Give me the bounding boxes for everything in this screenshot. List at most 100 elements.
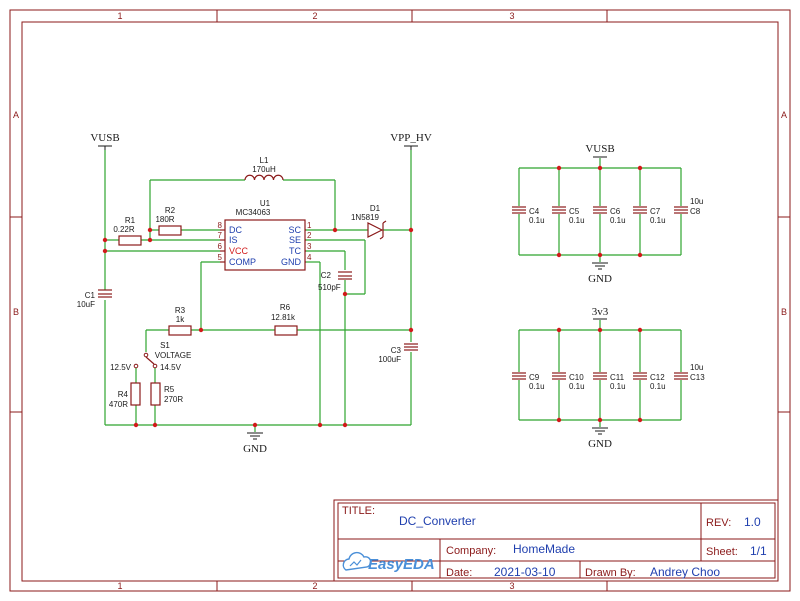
company-value: HomeMade xyxy=(513,542,575,556)
c1-ref: C1 xyxy=(85,291,96,300)
u1-pin-5-num: 5 xyxy=(218,253,223,262)
capacitor-c8[interactable]: 10u C8 xyxy=(674,197,703,216)
c10-ref: C10 xyxy=(569,373,584,382)
c12-ref: C12 xyxy=(650,373,665,382)
capacitor-c10[interactable]: C10 0.1u xyxy=(552,372,585,391)
capacitor-c1[interactable]: C1 10uF xyxy=(77,289,112,309)
r4-value: 470R xyxy=(109,400,128,409)
title-value: DC_Converter xyxy=(399,514,476,528)
rev-label: REV: xyxy=(706,517,731,529)
c11-ref: C11 xyxy=(610,373,625,382)
c8-ref: C8 xyxy=(690,207,701,216)
s1-ref: S1 xyxy=(160,341,170,350)
diode-d1[interactable]: D1 1N5819 xyxy=(351,204,387,240)
u1-value: MC34063 xyxy=(236,208,271,217)
capacitor-c3[interactable]: C3 100uF xyxy=(378,343,418,364)
capacitor-c9[interactable]: C9 0.1u xyxy=(512,372,545,391)
r2-value: 180R xyxy=(155,215,174,224)
c9-value: 0.1u xyxy=(529,382,545,391)
ic-u1[interactable]: U1 MC34063 8 7 6 5 DC IS VCC COMP 1 2 3 … xyxy=(218,199,312,271)
col-label-top-2: 2 xyxy=(312,11,317,21)
title-block: TITLE: DC_Converter REV: 1.0 Company: Ho… xyxy=(333,499,779,582)
resistor-r2[interactable]: R2 180R xyxy=(155,206,182,236)
3v3-net-label: 3v3 xyxy=(592,306,609,318)
resistor-r3[interactable]: R3 1k xyxy=(168,306,192,336)
r3-value: 1k xyxy=(176,315,185,324)
r1-ref: R1 xyxy=(125,216,136,225)
decoupling-bank-3v3: 3v3 GND C9 0.1u C10 0.1u C11 0.1u xyxy=(512,306,705,450)
d1-value: 1N5819 xyxy=(351,213,380,222)
col-label-top-1: 1 xyxy=(117,11,122,21)
c13-ref: C13 xyxy=(690,373,705,382)
junctions-main xyxy=(102,227,414,428)
c11-value: 0.1u xyxy=(610,382,626,391)
c6-ref: C6 xyxy=(610,207,621,216)
c8-value: 10u xyxy=(690,197,703,206)
u1-pin-tc: TC xyxy=(289,246,301,256)
inductor-l1[interactable]: L1 170uH xyxy=(244,156,284,181)
col-label-bottom-1: 1 xyxy=(117,581,122,591)
r2-ref: R2 xyxy=(165,206,176,215)
c10-value: 0.1u xyxy=(569,382,585,391)
capacitor-c7[interactable]: C7 0.1u xyxy=(633,206,666,225)
capacitor-c13[interactable]: 10u C13 xyxy=(674,363,705,382)
u1-pin-comp: COMP xyxy=(229,257,256,267)
u1-pin-4-num: 4 xyxy=(307,253,312,262)
c5-value: 0.1u xyxy=(569,216,585,225)
r5-ref: R5 xyxy=(164,385,175,394)
wires-main xyxy=(104,150,412,432)
capacitor-c5[interactable]: C5 0.1u xyxy=(552,206,585,225)
gnd-net-label-main: GND xyxy=(243,443,267,455)
title-label: TITLE: xyxy=(342,505,375,517)
u1-pin-vcc: VCC xyxy=(229,246,249,256)
c4-value: 0.1u xyxy=(529,216,545,225)
gnd-symbol-main: GND xyxy=(243,432,267,455)
vusb-net-flag: VUSB xyxy=(90,132,120,150)
s1-value: VOLTAGE xyxy=(155,351,192,360)
u1-pin-dc: DC xyxy=(229,225,242,235)
gnd-caps-net-label-2: GND xyxy=(588,438,612,450)
u1-pin-1-num: 1 xyxy=(307,221,312,230)
u1-pin-2-num: 2 xyxy=(307,231,312,240)
c2-value: 510pF xyxy=(318,283,341,292)
vpp-hv-net-label: VPP_HV xyxy=(390,132,432,144)
capacitor-c11[interactable]: C11 0.1u xyxy=(593,372,626,391)
s1-option-14v5: 14.5V xyxy=(160,363,182,372)
u1-pin-sc: SC xyxy=(288,225,301,235)
col-label-bottom-3: 3 xyxy=(509,581,514,591)
capacitor-c4[interactable]: C4 0.1u xyxy=(512,206,545,225)
resistor-r5[interactable]: R5 270R xyxy=(150,382,183,406)
d1-ref: D1 xyxy=(370,204,381,213)
row-label-right-a: A xyxy=(781,110,787,120)
l1-ref: L1 xyxy=(260,156,269,165)
r1-value: 0.22R xyxy=(113,225,135,234)
row-label-left-b: B xyxy=(13,307,19,317)
c7-ref: C7 xyxy=(650,207,661,216)
date-label: Date: xyxy=(446,567,472,579)
sheet-value: 1/1 xyxy=(750,544,767,558)
capacitor-c2[interactable]: C2 510pF xyxy=(318,271,352,292)
drawn-by-label: Drawn By: xyxy=(585,567,636,579)
easyeda-logo-text: EasyEDA xyxy=(368,556,435,573)
u1-pin-se: SE xyxy=(289,235,301,245)
u1-pin-8-num: 8 xyxy=(218,221,223,230)
vusb-net-label: VUSB xyxy=(90,132,119,144)
r6-value: 12.81k xyxy=(271,313,296,322)
col-label-bottom-2: 2 xyxy=(312,581,317,591)
resistor-r4[interactable]: R4 470R xyxy=(109,382,141,409)
capacitor-c6[interactable]: C6 0.1u xyxy=(593,206,626,225)
sheet-label: Sheet: xyxy=(706,546,738,558)
vusb-caps-net-label: VUSB xyxy=(585,143,614,155)
u1-pin-3-num: 3 xyxy=(307,242,312,251)
c5-ref: C5 xyxy=(569,207,580,216)
switch-s1[interactable]: S1 VOLTAGE 12.5V 14.5V xyxy=(110,341,191,372)
c12-value: 0.1u xyxy=(650,382,666,391)
r3-ref: R3 xyxy=(175,306,186,315)
c4-ref: C4 xyxy=(529,207,540,216)
resistor-r1[interactable]: R1 0.22R xyxy=(113,216,142,246)
c3-ref: C3 xyxy=(391,346,402,355)
sheet-frame: 1 2 3 1 2 3 A B A B xyxy=(9,9,791,592)
u1-ref: U1 xyxy=(260,199,271,208)
capacitor-c12[interactable]: C12 0.1u xyxy=(633,372,666,391)
resistor-r6[interactable]: R6 12.81k xyxy=(271,303,298,336)
